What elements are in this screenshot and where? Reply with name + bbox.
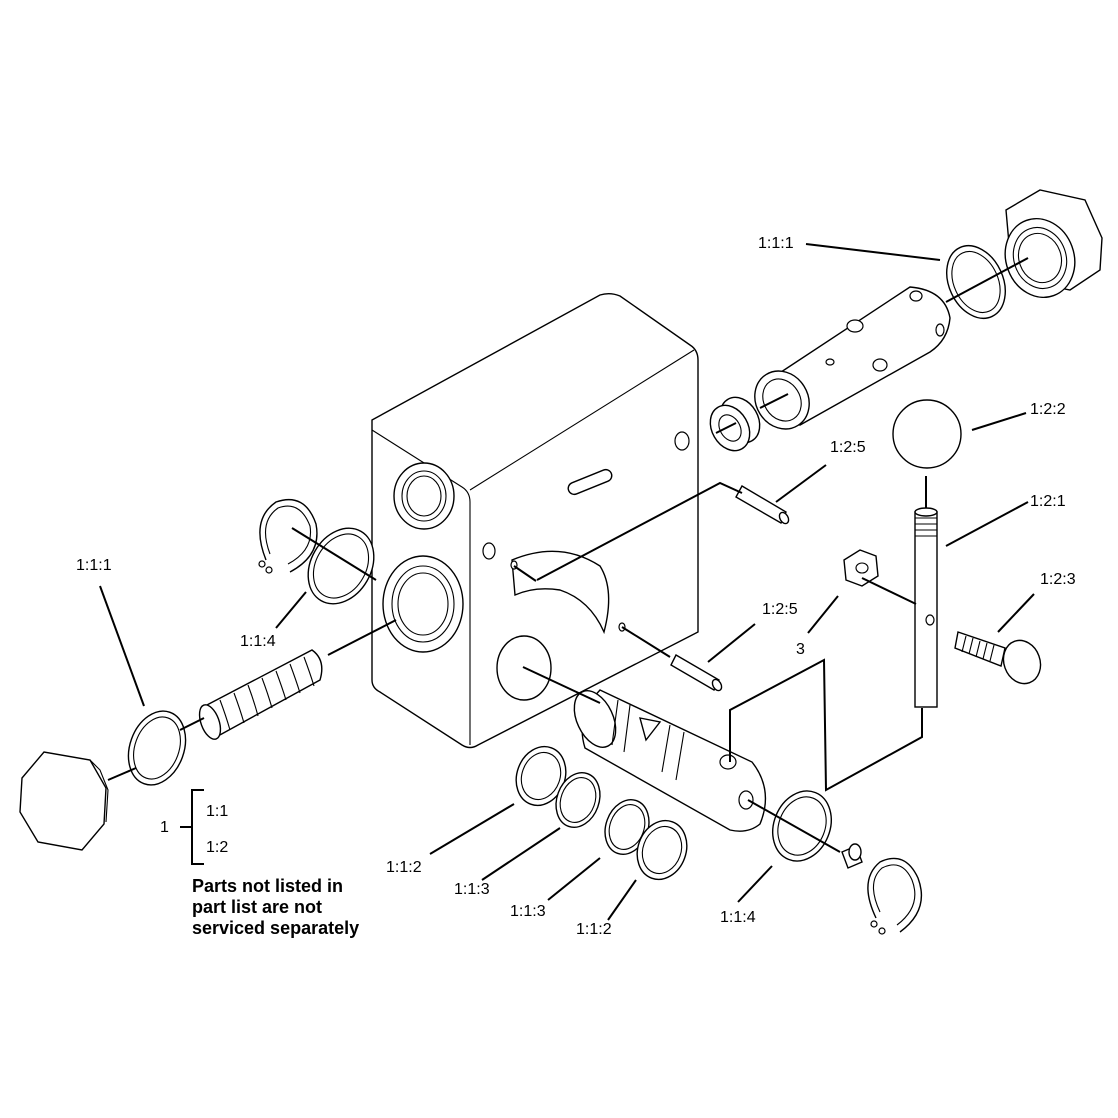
label-oring-left: 1:1:1 [76,557,112,574]
oring-top [946,245,1006,319]
label-ring-b: 1:1:3 [454,881,490,898]
cartridge-sleeve [754,286,951,430]
label-pin-lower: 1:2:5 [762,601,798,618]
ring-b [555,772,601,828]
label-pin-upper: 1:2:5 [830,439,866,456]
label-ring-a: 1:1:2 [386,859,422,876]
label-ring-c: 1:1:3 [510,903,546,920]
oring-left [127,710,187,786]
spool [573,689,767,832]
pin-upper [735,485,790,525]
ball [892,399,962,469]
legend-group-number: 1 [160,819,169,836]
pin-lower [670,654,723,692]
legend-item-1: 1:1 [206,803,228,820]
left-hex-plug [19,751,109,851]
note-line-3: serviced separately [192,918,359,938]
label-ring-d: 1:1:2 [576,921,612,938]
adjust-screw [954,631,1042,685]
retaining-ring-left [258,498,318,574]
label-ball: 1:2:2 [1030,401,1066,418]
part-labels: 1:1:1 1:2:2 1:2:5 1:2:1 1:2:3 1:2:5 3 1:… [76,235,1076,938]
service-note: Parts not listed in part list are not se… [192,876,359,938]
sleeve-plug [709,396,761,452]
label-oring-top: 1:1:1 [758,235,794,252]
spring [198,649,323,740]
small-plug [841,843,863,869]
backup-ring-right [772,790,832,862]
label-stem: 1:2:1 [1030,493,1066,510]
assembly-legend: 1 1:1 1:2 [160,789,228,865]
ring-d [636,819,688,881]
label-backup-left: 1:1:4 [240,633,276,650]
label-backup-right: 1:1:4 [720,909,756,926]
note-line-2: part list are not [192,897,322,917]
label-nut: 3 [796,641,805,658]
label-screw: 1:2:3 [1040,571,1076,588]
top-hex-plug [1004,189,1103,299]
valve-body-block [371,293,699,749]
retaining-ring-right [867,857,923,935]
leader-lines [99,243,1035,921]
hex-nut [843,549,879,587]
legend-item-2: 1:2 [206,839,228,856]
stem [914,507,938,708]
note-line-1: Parts not listed in [192,876,343,896]
